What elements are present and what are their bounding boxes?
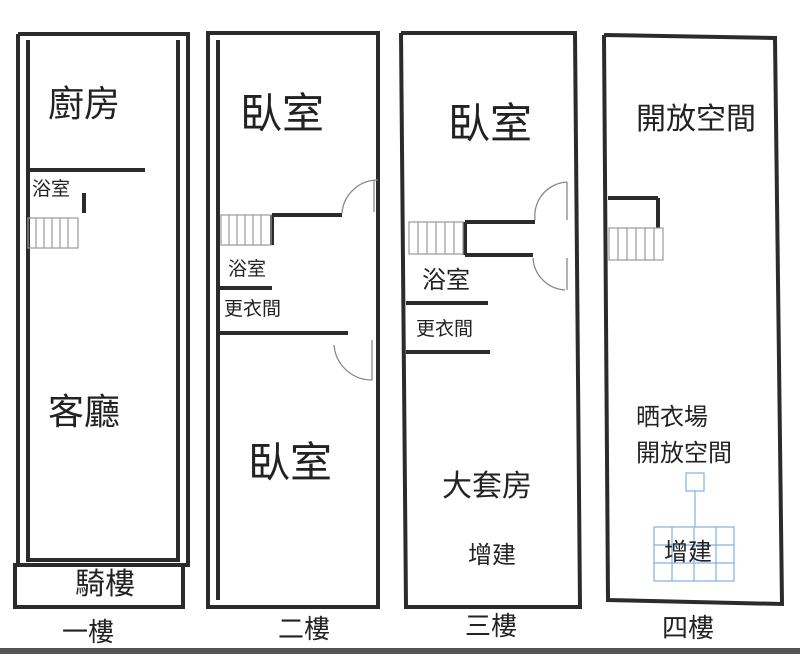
f3-bath-label: 浴室 [422, 266, 470, 294]
floor-3-doors [532, 181, 568, 291]
bottom-divider [0, 648, 800, 654]
floor-4-selection-handles [653, 472, 735, 582]
floor-3-plan [399, 31, 583, 609]
floor-2-stairs [220, 214, 272, 246]
f2-closet-label: 更衣間 [224, 298, 282, 320]
f3-floor-label: 三樓 [465, 612, 518, 642]
floor-2-outer-wall [206, 31, 380, 609]
f1-kitchen-label: 廚房 [48, 84, 121, 125]
f4-extension-label: 增建 [664, 538, 712, 566]
f1-arcade-label: 騎樓 [75, 567, 135, 602]
f2-bedroom-bottom-label: 臥室 [248, 438, 333, 487]
floor-3-outer-wall [399, 31, 583, 609]
floor-1-outer-wall [13, 32, 190, 609]
f2-floor-label: 二樓 [278, 615, 331, 645]
f3-extension-label: 增建 [468, 541, 516, 569]
floor-1-plan [13, 32, 190, 609]
f2-bath-label: 浴室 [228, 258, 267, 280]
f1-bath-label: 浴室 [32, 178, 71, 200]
f1-living-label: 客廳 [48, 392, 121, 433]
floor-2-doors [333, 179, 379, 381]
f3-master-suite-label: 大套房 [442, 469, 532, 504]
floor-3-stairs [408, 221, 464, 255]
f4-open-space-top-label: 開放空間 [636, 102, 756, 137]
f2-bedroom-top-label: 臥室 [240, 89, 325, 138]
floor-1-inner-wall [26, 40, 180, 562]
f4-laundry-label: 晒衣場 [636, 403, 708, 431]
f4-open-space-bottom-label: 開放空間 [636, 439, 732, 467]
floor-2-plan [206, 31, 380, 609]
f3-bedroom-label: 臥室 [448, 99, 533, 148]
floor-1-stairs [27, 217, 79, 249]
f1-floor-label: 一樓 [62, 618, 115, 648]
floor-4-plan [602, 33, 785, 607]
f4-floor-label: 四樓 [662, 614, 715, 644]
floor-4-outer-wall [602, 33, 785, 607]
floor-4-stairs [608, 227, 664, 261]
f3-closet-label: 更衣間 [416, 318, 474, 340]
